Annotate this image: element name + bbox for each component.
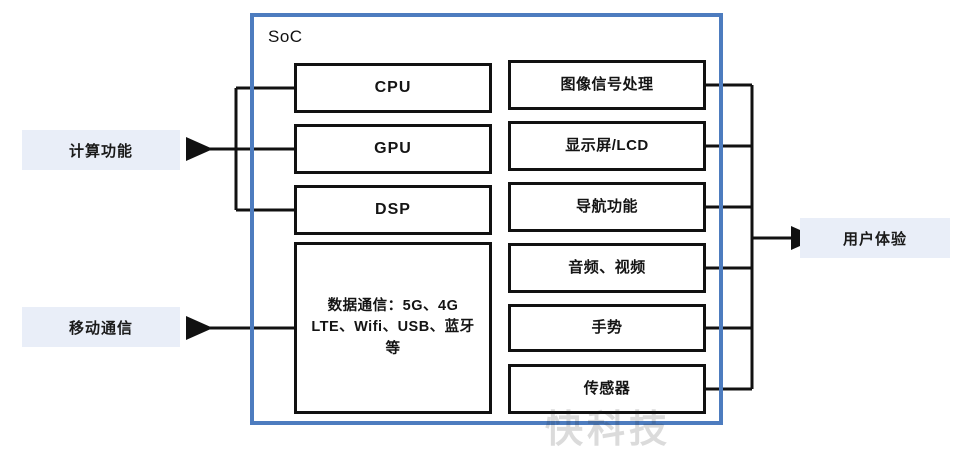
soc-title-label: SoC — [268, 27, 303, 46]
soc-container — [250, 13, 723, 425]
block-display-lcd: 显示屏/LCD — [508, 121, 706, 171]
label-mobile-communication: 移动通信 — [22, 307, 180, 347]
label-compute-function: 计算功能 — [22, 130, 180, 170]
block-navigation: 导航功能 — [508, 182, 706, 232]
soc-block-diagram: SoC CPU GPU DSP 数据通信：5G、4G LTE、Wifi、USB、… — [22, 13, 950, 451]
block-image-signal-processing: 图像信号处理 — [508, 60, 706, 110]
block-dsp: DSP — [294, 185, 492, 235]
block-data-communication: 数据通信：5G、4G LTE、Wifi、USB、蓝牙等 — [294, 242, 492, 414]
block-cpu: CPU — [294, 63, 492, 113]
block-audio-video: 音频、视频 — [508, 243, 706, 293]
block-sensor: 传感器 — [508, 364, 706, 414]
connector-lines-layer — [186, 83, 818, 391]
label-user-experience: 用户体验 — [800, 218, 950, 258]
block-gpu: GPU — [294, 124, 492, 174]
block-gesture: 手势 — [508, 304, 706, 352]
